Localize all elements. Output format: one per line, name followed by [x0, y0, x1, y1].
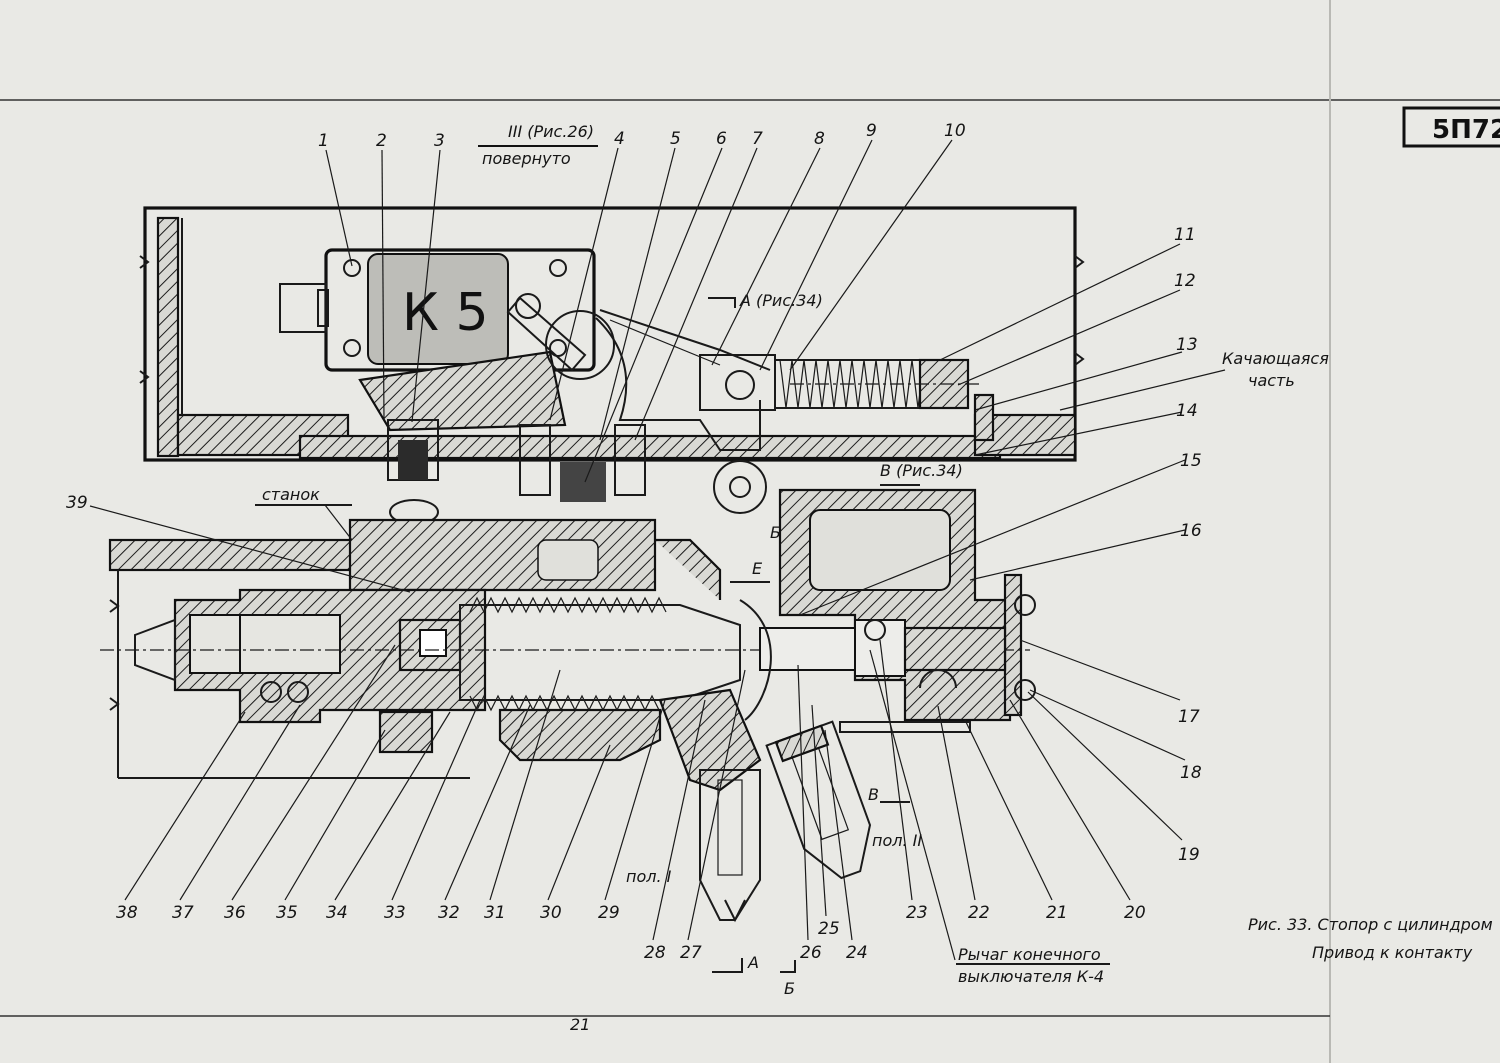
- callout-12: 12: [1174, 271, 1196, 291]
- callout-35: 35: [276, 903, 298, 923]
- callout-2: 2: [376, 131, 387, 151]
- callout-26: 26: [800, 943, 822, 963]
- callout-10: 10: [944, 121, 966, 141]
- callout-33: 33: [384, 903, 406, 923]
- callout-4: 4: [614, 129, 625, 149]
- callout-38: 38: [116, 903, 138, 923]
- lower-lever: [658, 599, 872, 923]
- stop-pin: [759, 619, 1007, 689]
- callout-27: 27: [680, 943, 702, 963]
- callout-31: 31: [484, 903, 506, 923]
- callout-34: 34: [326, 903, 348, 923]
- break-marks: [109, 255, 1085, 711]
- callout-16: 16: [1180, 521, 1202, 541]
- switch-label: К 5: [402, 283, 489, 343]
- callout-3: 3: [434, 131, 445, 151]
- section-b-bottom: Б: [784, 979, 795, 998]
- callout-18: 18: [1180, 763, 1202, 783]
- callout-numbers: 1 2 3 4 5 6 7 8 9 10 11 12 13 14 15 16 1…: [66, 121, 1202, 963]
- callout-11: 11: [1174, 225, 1196, 245]
- callout-24: 24: [846, 943, 868, 963]
- annotation-swinging-part-line1: Качающаяся: [1222, 349, 1329, 368]
- section-v-top: В (Рис.34): [880, 461, 963, 480]
- section-b-mid: Б: [770, 523, 781, 542]
- callout-19: 19: [1178, 845, 1200, 865]
- callout-37: 37: [172, 903, 194, 923]
- cylinder: [100, 588, 1030, 762]
- callout-17: 17: [1178, 707, 1200, 727]
- callout-25: 25: [818, 919, 840, 939]
- section-note: III (Рис.26) повернуто: [478, 122, 598, 168]
- upper-housing: [143, 206, 1077, 462]
- lower-body: [108, 518, 722, 779]
- callout-13: 13: [1176, 335, 1198, 355]
- callout-32: 32: [438, 903, 460, 923]
- callout-36: 36: [224, 903, 246, 923]
- section-note-line1: III (Рис.26): [508, 122, 594, 141]
- right-bracket: [778, 488, 1036, 733]
- annotation-lever-line1: Рычаг конечного: [958, 945, 1101, 964]
- sheet-code: 5П72: [1432, 115, 1500, 145]
- section-e-arrow: Е: [752, 559, 763, 578]
- callout-9: 9: [866, 121, 877, 141]
- annotation-swinging-part-line2: часть: [1248, 371, 1295, 390]
- callout-28: 28: [644, 943, 666, 963]
- callout-22: 22: [968, 903, 990, 923]
- caption-line1: Рис. 33. Стопор с цилиндром: [1248, 915, 1493, 934]
- callout-21: 21: [1046, 903, 1068, 923]
- callout-8: 8: [814, 129, 825, 149]
- callout-20: 20: [1124, 903, 1146, 923]
- section-a-top: А (Рис.34): [739, 291, 823, 310]
- annotation-swinging-part: Качающаяся часть: [1059, 349, 1329, 411]
- callout-14: 14: [1176, 401, 1198, 421]
- annotation-machine: станок: [255, 485, 353, 541]
- annotation-lever-line2: выключателя К-4: [958, 967, 1104, 986]
- callout-6: 6: [716, 129, 727, 149]
- position-2-label: пол. II: [872, 831, 922, 850]
- callout-5: 5: [670, 129, 681, 149]
- callout-29: 29: [598, 903, 620, 923]
- callout-1: 1: [318, 131, 329, 151]
- page-number: 21: [570, 1015, 590, 1034]
- caption-line2: Привод к контакту: [1312, 943, 1473, 962]
- section-marks: А (Рис.34) В (Рис.34) Б Е В А Б: [708, 291, 963, 998]
- section-a-bottom: А: [747, 953, 759, 972]
- callout-15: 15: [1180, 451, 1202, 471]
- leader-lines: [89, 139, 1186, 941]
- callout-7: 7: [752, 129, 763, 149]
- position-1-label: пол. I: [626, 867, 672, 886]
- section-v-bottom: В: [868, 785, 879, 804]
- callout-23: 23: [906, 903, 928, 923]
- section-note-line2: повернуто: [482, 149, 571, 168]
- annotation-lever: Рычаг конечного выключателя К-4: [869, 649, 1110, 986]
- callout-30: 30: [540, 903, 562, 923]
- callout-39: 39: [66, 493, 88, 513]
- annotation-machine-text: станок: [262, 485, 320, 504]
- top-spring-assembly: [699, 354, 995, 514]
